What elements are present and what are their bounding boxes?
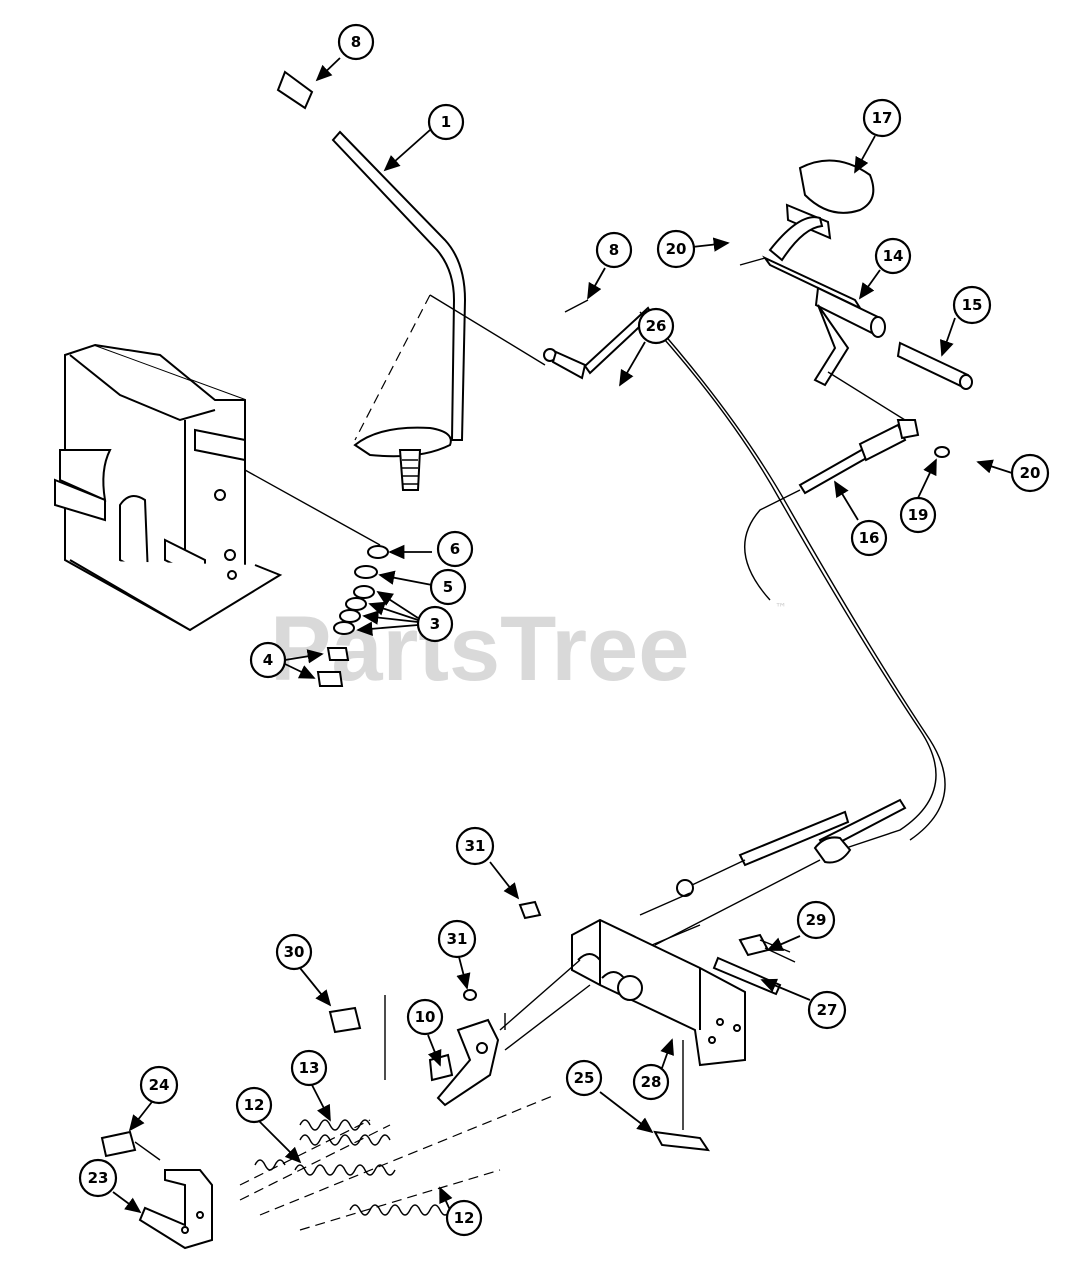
pad-26 xyxy=(653,1130,711,1152)
callout-13: 13 xyxy=(290,1049,328,1087)
callout-26: 25 xyxy=(565,1059,603,1097)
cable-lower xyxy=(744,419,950,601)
callout-20-right: 20 xyxy=(1010,453,1050,493)
callout-31-upper: 31 xyxy=(455,826,495,866)
callout-12-upper: 12 xyxy=(235,1086,273,1124)
cable-upper xyxy=(543,299,946,851)
callout-2: 8 xyxy=(337,23,375,61)
svg-text:17: 17 xyxy=(872,109,893,127)
svg-text:6: 6 xyxy=(450,540,460,558)
watermark-trademark: ™ xyxy=(775,601,787,615)
callout-3: 3 xyxy=(416,605,454,643)
lever-10 xyxy=(428,959,591,1107)
svg-text:14: 14 xyxy=(883,247,904,265)
svg-text:4: 4 xyxy=(263,651,273,669)
svg-text:1: 1 xyxy=(441,113,451,131)
springs xyxy=(239,1094,556,1231)
callout-12-lower: 12 xyxy=(445,1199,483,1237)
pedal-assembly xyxy=(739,159,973,421)
svg-text:8: 8 xyxy=(351,33,361,51)
cable-ends xyxy=(639,798,907,951)
svg-text:13: 13 xyxy=(299,1059,320,1077)
console-housing xyxy=(54,343,283,632)
callout-30: 30 xyxy=(275,933,313,971)
callout-15: 15 xyxy=(952,285,992,325)
svg-text:10: 10 xyxy=(415,1008,436,1026)
callout-20: 20 xyxy=(656,229,696,269)
svg-text:27: 27 xyxy=(817,1001,838,1019)
washer-31 xyxy=(463,989,477,1001)
callout-8: 8 xyxy=(595,231,633,269)
svg-text:31: 31 xyxy=(447,930,468,948)
callout-28: 28 xyxy=(632,1063,670,1101)
callout-31-lower: 31 xyxy=(437,919,477,959)
callout-27: 27 xyxy=(807,990,847,1030)
svg-text:24: 24 xyxy=(149,1076,170,1094)
callout-24: 24 xyxy=(139,1065,179,1105)
svg-text:29: 29 xyxy=(806,911,827,929)
svg-text:28: 28 xyxy=(641,1073,662,1091)
svg-text:12: 12 xyxy=(454,1209,475,1227)
svg-text:15: 15 xyxy=(962,296,983,314)
callout-29: 29 xyxy=(796,900,836,940)
svg-text:23: 23 xyxy=(88,1169,109,1187)
leader-lines xyxy=(112,57,1013,1214)
svg-text:19: 19 xyxy=(908,506,929,524)
callout-6: 6 xyxy=(436,530,474,568)
callout-10: 10 xyxy=(406,998,444,1036)
svg-text:30: 30 xyxy=(284,943,305,961)
callout-14: 14 xyxy=(874,237,912,275)
callout-25: 26 xyxy=(637,307,675,345)
svg-text:12: 12 xyxy=(244,1096,265,1114)
svg-text:20: 20 xyxy=(666,240,687,258)
hardware-stack xyxy=(244,469,389,687)
svg-text:3: 3 xyxy=(430,615,440,633)
svg-text:20: 20 xyxy=(1020,464,1041,482)
callout-17: 17 xyxy=(862,98,902,138)
callout-4: 4 xyxy=(249,641,287,679)
bracket-28 xyxy=(571,918,746,1067)
bracket-23 xyxy=(100,1130,213,1250)
svg-text:25: 25 xyxy=(574,1069,595,1087)
callout-16: 16 xyxy=(850,519,888,557)
svg-text:26: 26 xyxy=(646,317,667,335)
bolt-30 xyxy=(328,1006,362,1034)
svg-text:5: 5 xyxy=(443,578,453,596)
svg-text:8: 8 xyxy=(609,241,619,259)
callout-1: 1 xyxy=(427,103,465,141)
control-lever xyxy=(276,70,546,491)
svg-text:31: 31 xyxy=(465,837,486,855)
callout-5: 5 xyxy=(429,568,467,606)
callout-19: 19 xyxy=(899,496,937,534)
nut-31 xyxy=(518,900,542,920)
svg-text:16: 16 xyxy=(859,529,880,547)
callout-23: 23 xyxy=(78,1158,118,1198)
